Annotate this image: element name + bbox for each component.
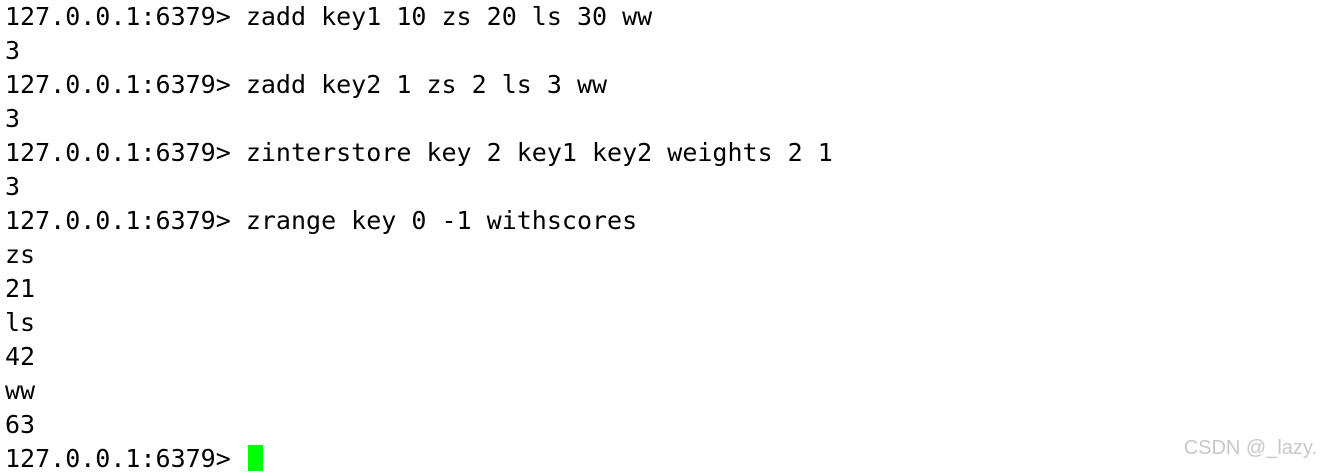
output-text: 21 [5,274,36,303]
terminal-line: 127.0.0.1:6379> zadd key1 10 zs 20 ls 30… [5,0,1315,34]
output-text: 42 [5,342,36,371]
terminal-line: 127.0.0.1:6379> zrange key 0 -1 withscor… [5,204,1315,238]
terminal-line: 42 [5,340,1315,374]
command-text: zinterstore key 2 key1 key2 weights 2 1 [245,138,833,167]
prompt: 127.0.0.1:6379> [5,2,246,31]
terminal-line: 3 [5,170,1315,204]
output-text: ww [5,376,36,405]
output-text: 3 [5,36,21,65]
terminal-line: 3 [5,102,1315,136]
terminal-line: 63 [5,408,1315,442]
terminal-input-line[interactable]: 127.0.0.1:6379> [5,442,1315,476]
text-cursor [247,445,263,471]
terminal-line: 21 [5,272,1315,306]
command-text: zadd key1 10 zs 20 ls 30 ww [245,2,653,31]
terminal-line: 3 [5,34,1315,68]
terminal-line: 127.0.0.1:6379> zadd key2 1 zs 2 ls 3 ww [5,68,1315,102]
prompt: 127.0.0.1:6379> [5,206,246,235]
command-text: zadd key2 1 zs 2 ls 3 ww [245,70,608,99]
prompt: 127.0.0.1:6379> [5,70,246,99]
output-text: ls [5,308,36,337]
watermark: CSDN @_lazy. [1183,437,1317,459]
terminal-line: ww [5,374,1315,408]
terminal-line: ls [5,306,1315,340]
output-text: 3 [5,104,21,133]
output-text: 3 [5,172,21,201]
prompt: 127.0.0.1:6379> [5,138,246,167]
output-text: 63 [5,410,36,439]
prompt: 127.0.0.1:6379> [5,444,246,473]
terminal-output[interactable]: 127.0.0.1:6379> zadd key1 10 zs 20 ls 30… [5,0,1315,473]
terminal-line: zs [5,238,1315,272]
command-text: zrange key 0 -1 withscores [245,206,638,235]
output-text: zs [5,240,36,269]
terminal-line: 127.0.0.1:6379> zinterstore key 2 key1 k… [5,136,1315,170]
